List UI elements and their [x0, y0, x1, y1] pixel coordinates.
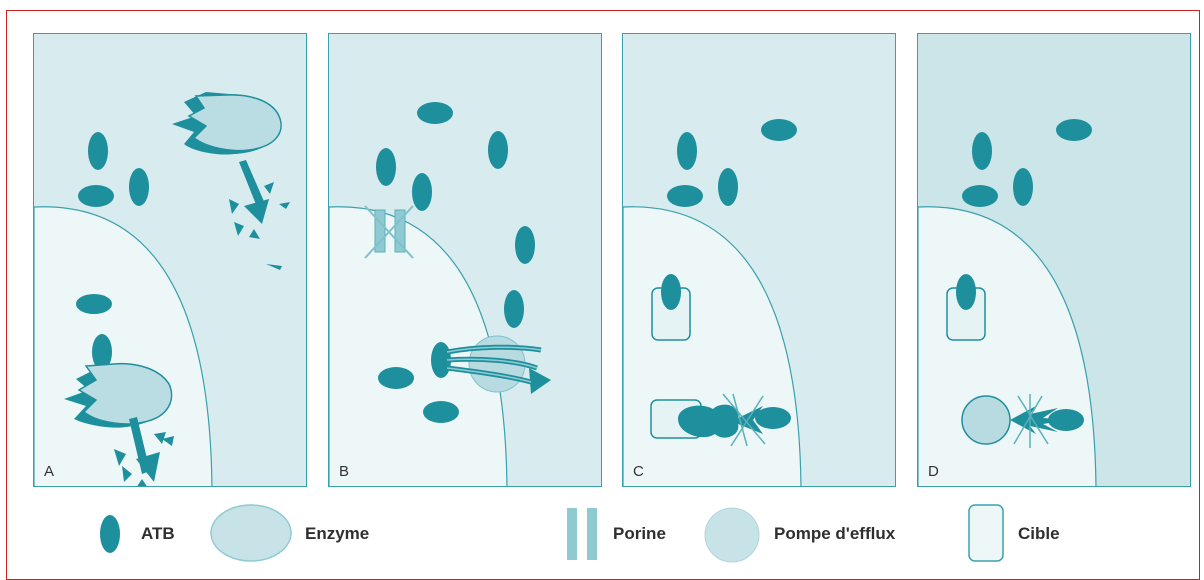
- atb-molecule: [129, 168, 149, 206]
- legend-atb-label: ATB: [141, 524, 175, 544]
- enzyme-top: [172, 92, 281, 155]
- porine-legend-icon: [565, 506, 605, 562]
- atb-molecule: [412, 173, 432, 211]
- panel-label: C: [633, 463, 644, 480]
- panel-d-drawing: [918, 34, 1191, 487]
- atb-legend-icon: [98, 514, 122, 554]
- bacterial-cell: [918, 207, 1096, 487]
- atb-molecule: [667, 185, 703, 207]
- atb-molecule: [488, 131, 508, 169]
- bacterial-cell: [623, 207, 801, 487]
- legend-target-label: Cible: [1018, 524, 1060, 544]
- legend-enzyme-label: Enzyme: [305, 524, 369, 544]
- atb-fragments: [229, 160, 290, 270]
- panel-label: A: [44, 463, 54, 480]
- pump-legend-icon: [702, 505, 762, 565]
- atb-molecule: [76, 294, 112, 314]
- panel-c: C: [622, 33, 896, 487]
- atb-molecule: [972, 132, 992, 170]
- atb-molecule: [1056, 119, 1092, 141]
- legend-porine-label: Porine: [613, 524, 666, 544]
- atb-molecule: [504, 290, 524, 328]
- atb-molecule: [78, 185, 114, 207]
- panel-b: B: [328, 33, 602, 487]
- atb-molecule: [1013, 168, 1033, 206]
- panel-a: A: [33, 33, 307, 487]
- panel-c-drawing: [623, 34, 896, 487]
- atb-molecule: [677, 132, 697, 170]
- atb-molecule: [718, 168, 738, 206]
- atb-molecule: [417, 102, 453, 124]
- panel-a-drawing: [34, 34, 307, 487]
- atb-molecule: [761, 119, 797, 141]
- atb-molecule: [378, 367, 414, 389]
- atb-molecule: [88, 132, 108, 170]
- bacterial-cell: [34, 207, 212, 487]
- panel-label: D: [928, 463, 939, 480]
- panel-label: B: [339, 463, 349, 480]
- panel-b-drawing: [329, 34, 602, 487]
- panel-d: D: [917, 33, 1191, 487]
- atb-molecule: [376, 148, 396, 186]
- legend-pump-label: Pompe d'efflux: [774, 524, 895, 544]
- atb-molecule: [962, 185, 998, 207]
- target-legend-icon: [967, 503, 1007, 565]
- atb-molecule: [423, 401, 459, 423]
- enzyme-legend-icon: [209, 503, 293, 563]
- atb-molecule: [515, 226, 535, 264]
